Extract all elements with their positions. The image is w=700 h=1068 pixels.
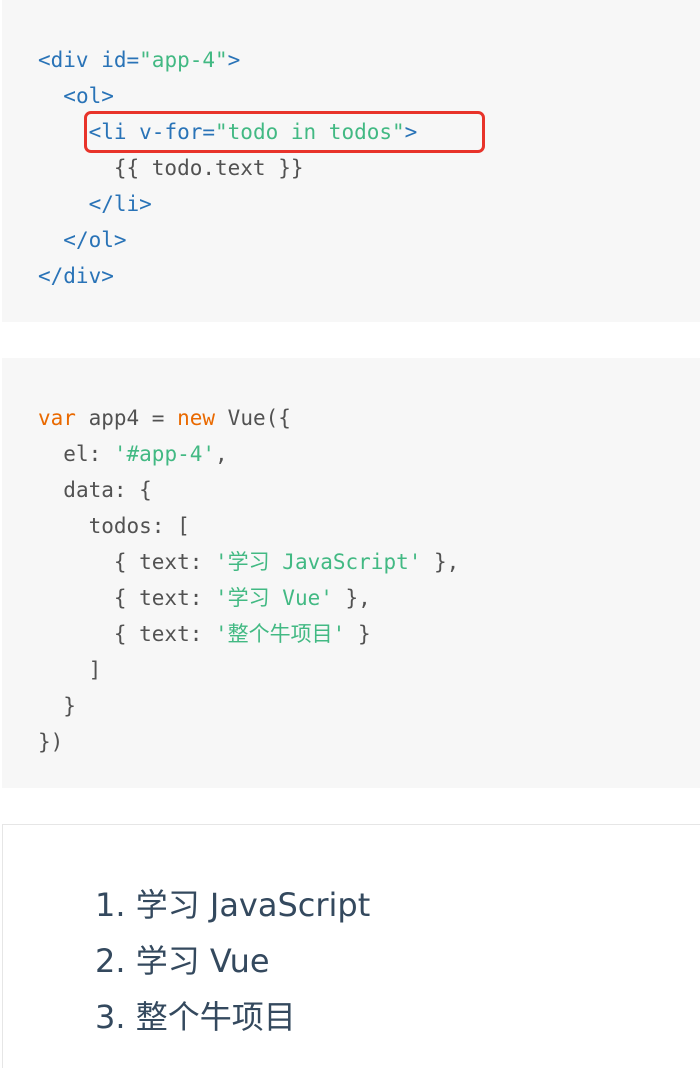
js-line-8: ] (88, 658, 102, 682)
js-line-3: data: { (63, 478, 152, 502)
list-item: 1. 学习 JavaScript (95, 886, 371, 924)
rendered-result-panel: 1. 学习 JavaScript 2. 学习 Vue 3. 整个牛项目 (2, 824, 700, 1068)
js-line-4: todos: [ (88, 514, 190, 538)
code-line-3: <li v-for="todo in todos"> (88, 120, 418, 144)
js-line-9: } (63, 694, 76, 718)
todo-list: 1. 学习 JavaScript 2. 学习 Vue 3. 整个牛项目 (95, 877, 370, 1045)
js-line-1: var app4 = new Vue({ (38, 406, 291, 430)
code-line-7: </div> (38, 264, 114, 288)
js-code-block: var app4 = new Vue({ el: '#app-4', data:… (2, 358, 700, 788)
js-todo-item-3: { text: '整个牛项目' } (113, 622, 371, 646)
js-todo-item-2: { text: '学习 Vue' }, (113, 586, 371, 610)
list-item: 2. 学习 Vue (95, 942, 270, 980)
html-code: <div id="app-4"> <ol> <li v-for="todo in… (38, 42, 417, 294)
code-line-5: </li> (88, 192, 152, 216)
v-for-highlight-box (84, 111, 485, 153)
js-code: var app4 = new Vue({ el: '#app-4', data:… (38, 400, 459, 760)
code-line-6: </ol> (63, 228, 127, 252)
code-line-2: <ol> (63, 84, 114, 108)
js-line-2: el: '#app-4', (63, 442, 228, 466)
js-todo-item-1: { text: '学习 JavaScript' }, (113, 550, 460, 574)
html-code-block: <div id="app-4"> <ol> <li v-for="todo in… (2, 0, 700, 322)
code-line-1: <div id="app-4"> (38, 48, 241, 72)
code-line-4: {{ todo.text }} (113, 156, 304, 180)
js-line-10: }) (38, 730, 64, 754)
list-item: 3. 整个牛项目 (95, 998, 296, 1036)
